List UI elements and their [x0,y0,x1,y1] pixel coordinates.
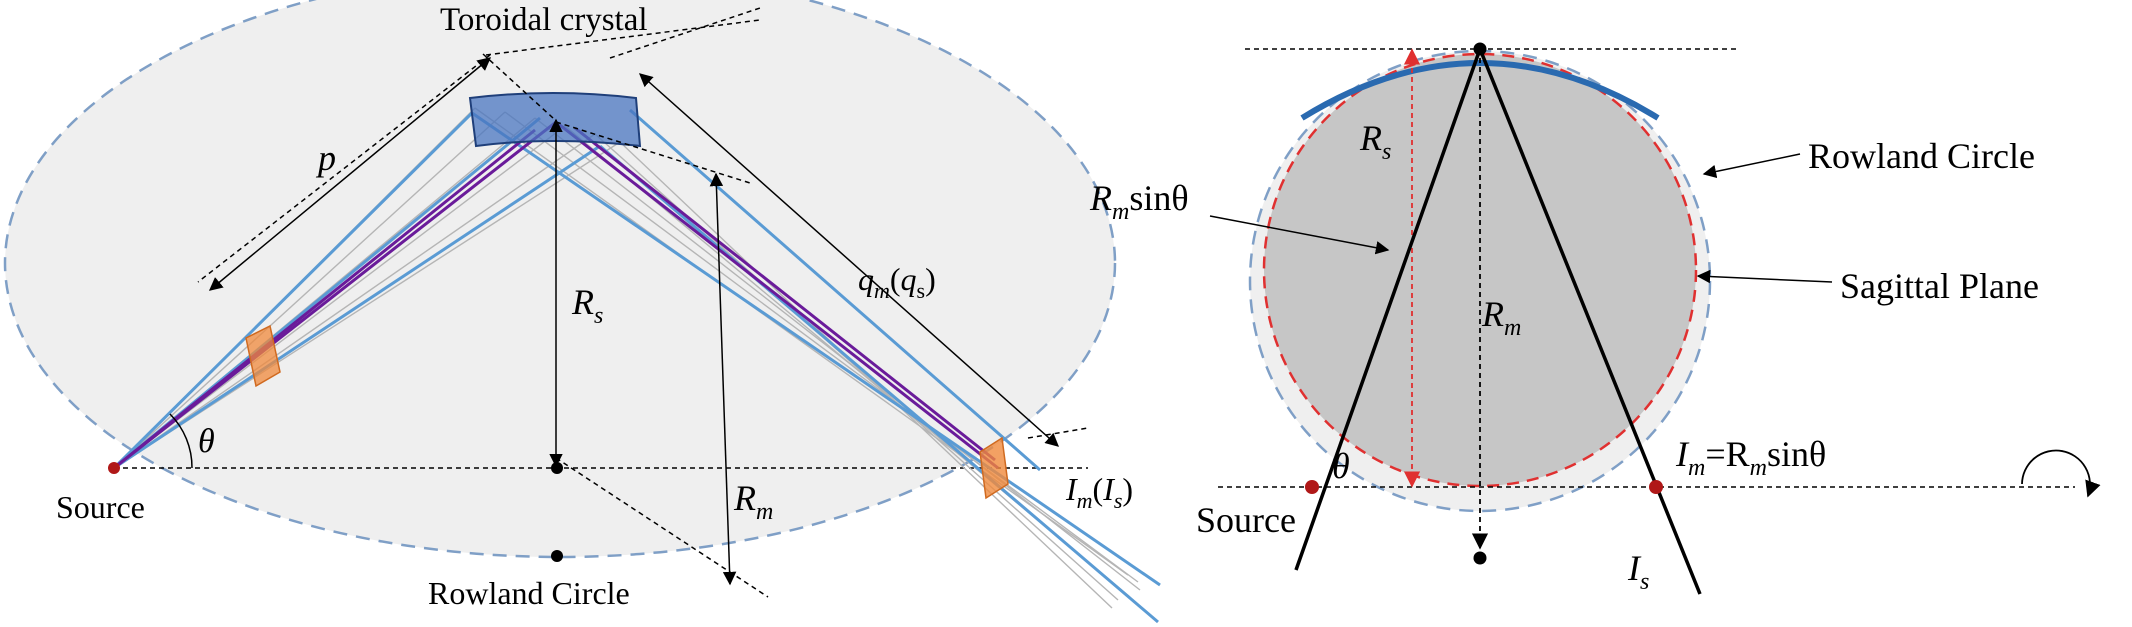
source-point-right [1305,480,1319,494]
image-point [1649,480,1663,494]
source-label-right: Source [1196,500,1296,540]
left-panel: Toroidal crystal p Rs qm(qs) θ Source Rm… [3,0,1161,624]
theta-label-right: θ [1332,446,1350,486]
q-distance-arrow [638,73,1060,447]
is-label-right: Is [1627,548,1649,595]
diffracted-ray [1478,48,1702,595]
entrance-slit [245,324,281,388]
rowland-bottom-point-right [1473,551,1487,565]
rmsin-leader [1209,215,1390,255]
theta-label: θ [198,423,215,460]
toroidal-crystal [468,92,642,148]
im-eq-label: Im=Rmsinθ [1675,434,1826,481]
im-label: Im(Is) [1065,471,1133,513]
rowland-label-right: Rowland Circle [1808,136,2035,176]
center-point [551,462,563,474]
right-panel: Rs Rmsinθ Rm Rowland Circle Sagittal Pla… [1089,42,2101,595]
title-label: Toroidal crystal [440,2,648,38]
source-point [108,462,120,474]
rm-label-right: Rm [1481,294,1521,341]
crystal-top-point [1473,42,1487,56]
rowland-leader [1702,153,1801,179]
rowland-label: Rowland Circle [428,575,630,611]
rm-label: Rm [733,478,773,525]
q-label: qm(qs) [858,261,936,303]
rmsin-label: Rmsinθ [1089,178,1189,225]
rs-label-right: Rs [1359,118,1391,165]
theta-arc [169,413,193,469]
p-distance-arrow [208,57,492,291]
rm-arrow [709,172,737,586]
p-label: p [315,138,336,178]
rs-label: Rs [571,282,603,329]
sagittal-leader [1696,269,1833,284]
rotation-arrow [2021,449,2101,498]
source-label: Source [56,489,145,525]
rowland-ellipse [3,0,1117,559]
sagittal-label: Sagittal Plane [1840,266,2039,306]
incident-ray [1294,48,1482,571]
rowland-bottom-point [551,550,563,562]
